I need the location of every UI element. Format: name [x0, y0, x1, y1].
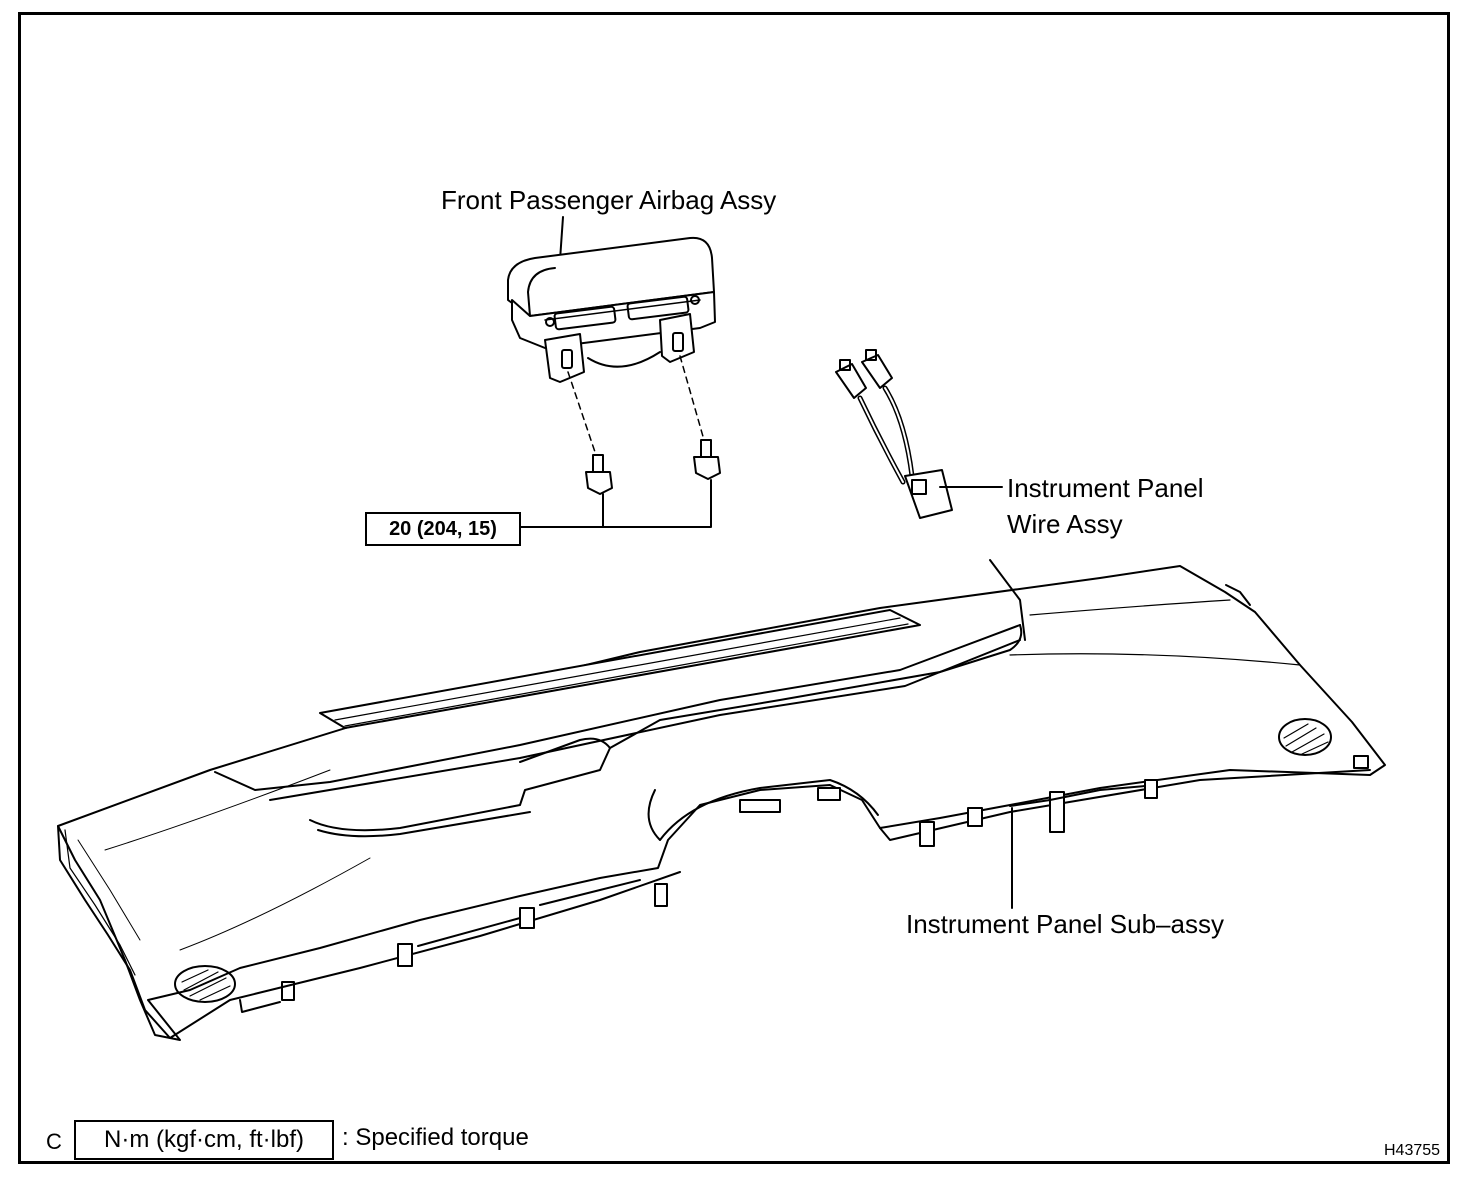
- diagram-frame: [18, 12, 1450, 1164]
- figure-id: H43755: [1384, 1142, 1441, 1159]
- airbag-drawing: [507, 216, 716, 383]
- wire-harness-drawing: [835, 349, 1003, 519]
- bolts: [519, 439, 721, 528]
- wire-assy-label-line1: Instrument Panel: [1007, 473, 1204, 503]
- legend-description: : Specified torque: [342, 1124, 529, 1151]
- airbag-label: Front Passenger Airbag Assy: [441, 185, 777, 215]
- legend-prefix: C: [46, 1129, 62, 1154]
- right-speaker-grille: [1278, 718, 1332, 756]
- bolt-guide-lines: [567, 355, 705, 456]
- instrument-panel-drawing: [57, 559, 1386, 1041]
- wire-assy-label-line2: Wire Assy: [1007, 509, 1123, 539]
- bolt-left: [585, 454, 613, 495]
- torque-value-box: 20 (204, 15): [365, 512, 521, 546]
- mounting-tabs: [239, 755, 1369, 1013]
- left-speaker-grille: [174, 965, 236, 1003]
- panel-sub-assy-label: Instrument Panel Sub–assy: [906, 909, 1224, 939]
- bolt-right: [693, 439, 721, 480]
- legend-units-box: N·m (kgf·cm, ft·lbf): [74, 1120, 334, 1160]
